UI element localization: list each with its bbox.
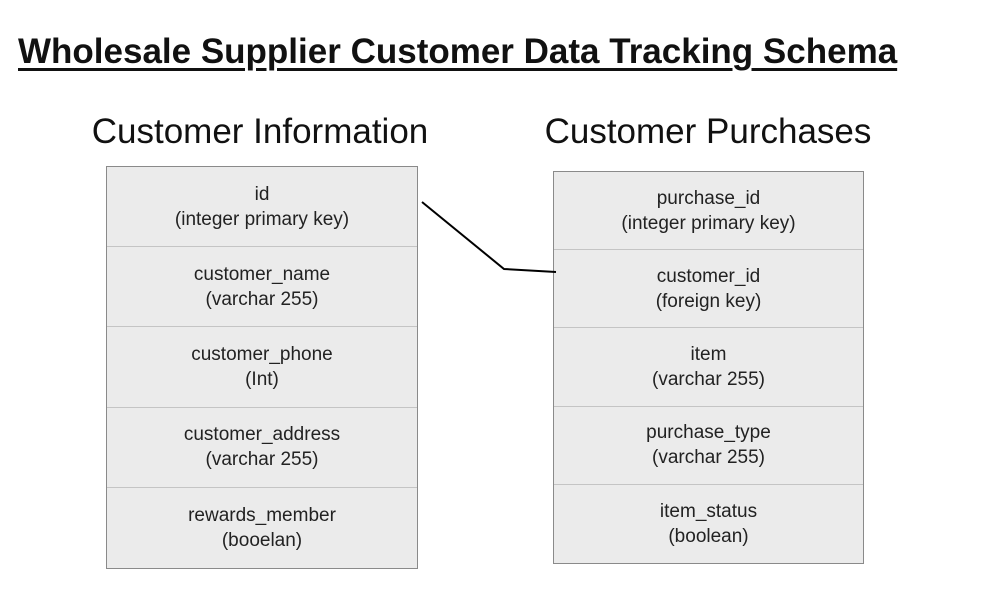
customer-purchases-heading: Customer Purchases <box>544 112 872 151</box>
field-row-purchase-id: purchase_id (integer primary key) <box>554 172 863 251</box>
field-type: (varchar 255) <box>205 449 319 471</box>
customer-information-table: id (integer primary key) customer_name (… <box>106 166 418 569</box>
field-type: (varchar 255) <box>652 368 765 390</box>
field-row-item: item (varchar 255) <box>554 328 863 407</box>
field-name: item <box>690 343 727 365</box>
field-name: customer_phone <box>191 343 333 365</box>
field-type: (boolean) <box>668 525 749 547</box>
page-title: Wholesale Supplier Customer Data Trackin… <box>18 32 898 71</box>
field-type: (foreign key) <box>655 290 762 312</box>
field-name: purchase_id <box>656 187 761 209</box>
relationship-line <box>421 201 557 273</box>
field-type: (Int) <box>245 368 279 390</box>
field-row-customer-name: customer_name (varchar 255) <box>107 247 417 328</box>
field-row-id: id (integer primary key) <box>107 167 417 248</box>
field-name: item_status <box>659 500 758 522</box>
field-type: (varchar 255) <box>652 447 765 469</box>
field-row-customer-phone: customer_phone (Int) <box>107 327 417 408</box>
customer-information-heading: Customer Information <box>91 112 429 151</box>
customer-purchases-table: purchase_id (integer primary key) custom… <box>553 171 864 564</box>
field-row-rewards-member: rewards_member (booelan) <box>107 488 417 568</box>
field-row-item-status: item_status (boolean) <box>554 485 863 563</box>
field-name: purchase_type <box>646 422 771 444</box>
field-name: rewards_member <box>188 504 336 526</box>
field-type: (booelan) <box>221 529 303 551</box>
field-type: (integer primary key) <box>174 208 350 230</box>
field-row-customer-address: customer_address (varchar 255) <box>107 408 417 488</box>
field-name: customer_address <box>183 424 341 446</box>
field-name: customer_id <box>656 265 761 287</box>
field-row-purchase-type: purchase_type (varchar 255) <box>554 407 863 485</box>
field-type: (varchar 255) <box>205 288 319 310</box>
field-name: customer_name <box>193 263 331 285</box>
field-type: (integer primary key) <box>621 212 796 234</box>
field-row-customer-id: customer_id (foreign key) <box>554 250 863 329</box>
field-name: id <box>254 183 270 205</box>
